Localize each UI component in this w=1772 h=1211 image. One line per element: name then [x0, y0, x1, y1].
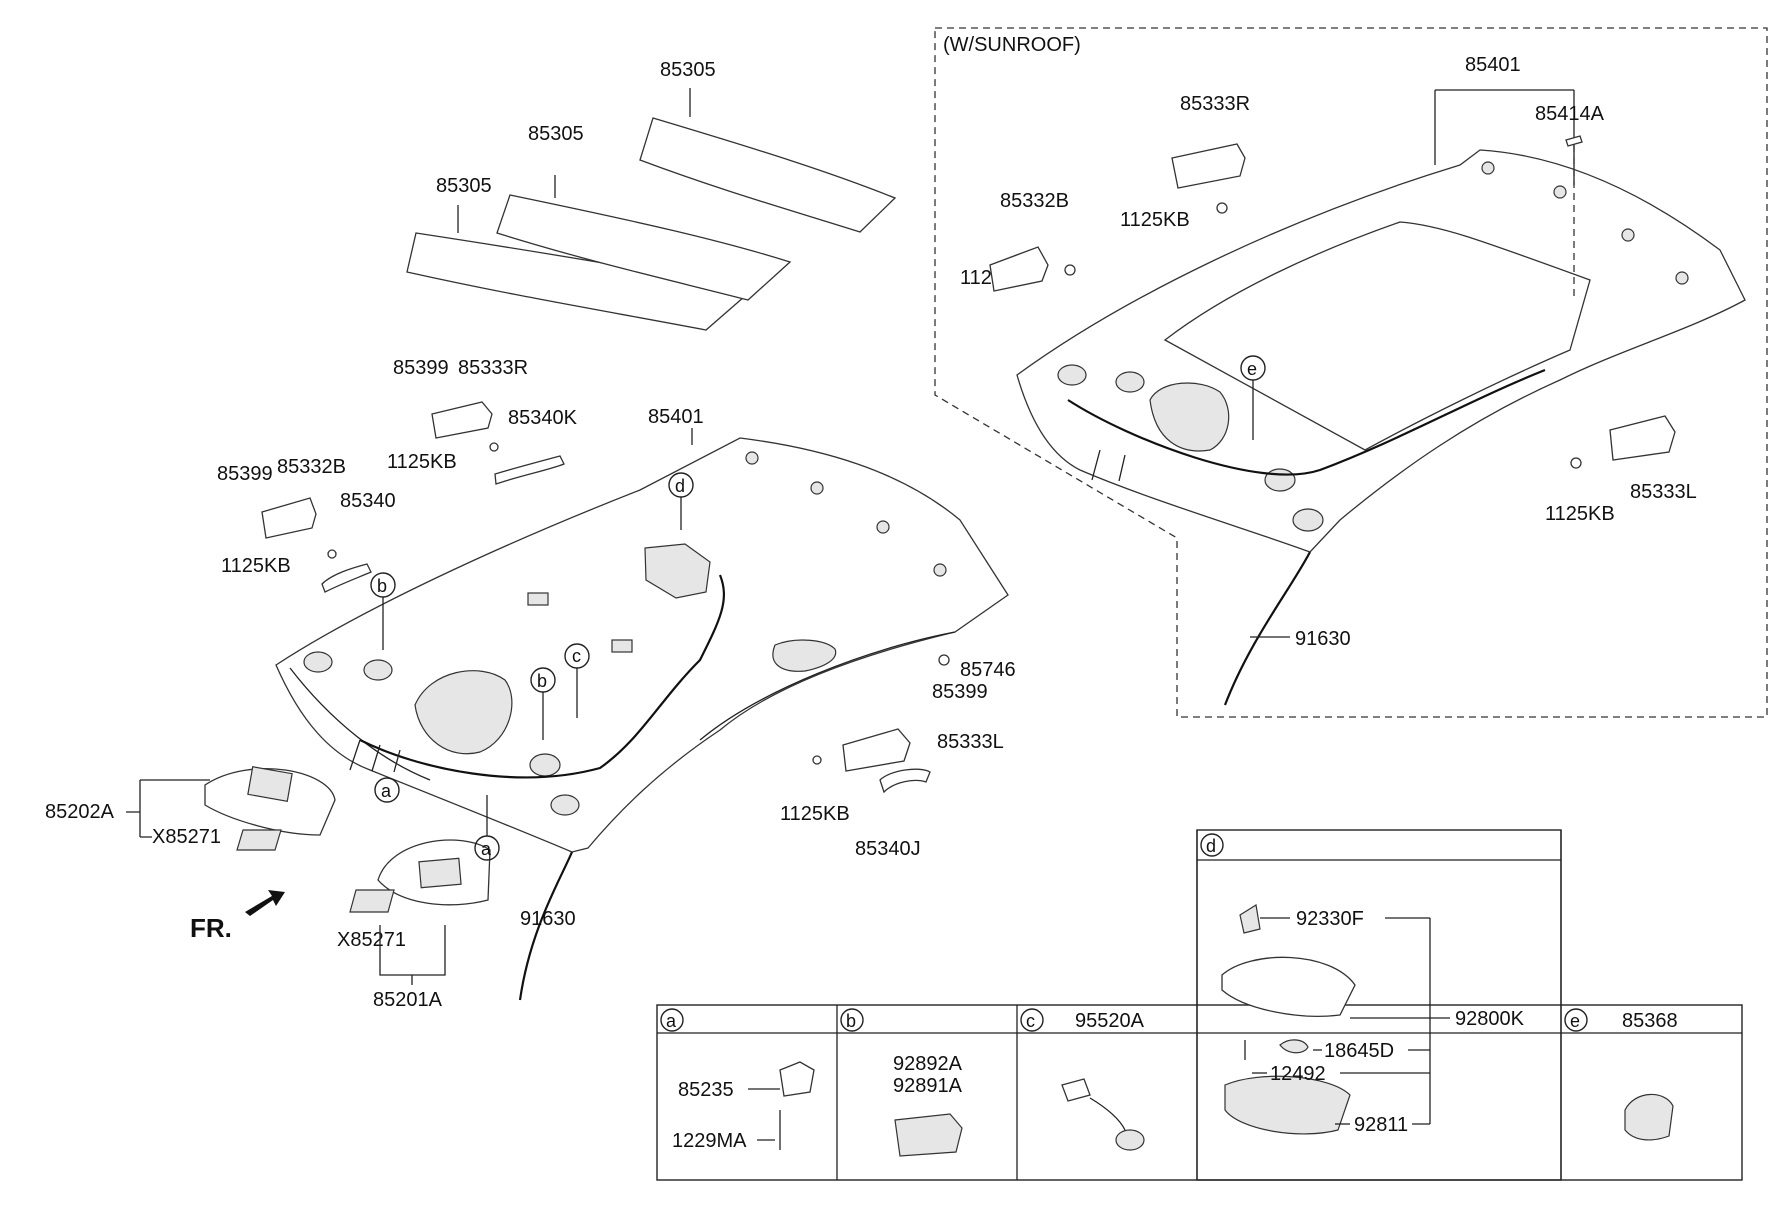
label-85399-a: 85399: [393, 357, 449, 379]
table-d-letter: d: [1206, 836, 1216, 856]
label-x85271-b: X85271: [337, 929, 406, 951]
table-d-part-1: 92330F: [1296, 908, 1364, 930]
table-d-part-2: 92800K: [1455, 1008, 1525, 1030]
callout-b-main-1: b: [377, 576, 387, 596]
sunroof-inset-title: (W/SUNROOF): [943, 34, 1081, 56]
table-a-letter: a: [666, 1011, 677, 1031]
table-d-part-3: 18645D: [1324, 1040, 1394, 1062]
label-85333r-sunroof: 85333R: [1180, 93, 1250, 115]
table-c-letter: c: [1026, 1011, 1035, 1031]
label-85340k: 85340K: [508, 407, 578, 429]
headlining-main: [275, 437, 1009, 1001]
label-85201a: 85201A: [373, 989, 443, 1011]
sun-visors: [204, 766, 491, 913]
table-e-letter: e: [1570, 1011, 1580, 1031]
front-label: FR.: [190, 913, 232, 943]
roof-pads: [406, 88, 897, 331]
front-arrow-icon: [245, 890, 285, 916]
label-85333r: 85333R: [458, 357, 528, 379]
label-1125kb-b: 1125KB: [221, 555, 291, 577]
label-1125kb-sunroof-c: 1125KB: [1545, 503, 1615, 525]
label-x85271-a: X85271: [152, 826, 221, 848]
callout-a-main-2: a: [481, 839, 492, 859]
callout-d-main: d: [675, 476, 685, 496]
table-b-part-2: 92891A: [893, 1075, 963, 1097]
label-85401: 85401: [648, 406, 704, 428]
label-85305-1: 85305: [436, 175, 492, 197]
label-1125kb-sunroof-a: 1125KB: [1120, 209, 1190, 231]
label-1125kb-c: 1125KB: [780, 803, 850, 825]
label-85202a: 85202A: [45, 801, 115, 823]
table-b-part-1: 92892A: [893, 1053, 963, 1075]
table-a-part-2: 1229MA: [672, 1130, 747, 1152]
label-91630: 91630: [520, 908, 576, 930]
label-85332b: 85332B: [277, 456, 346, 478]
label-91630-sunroof: 91630: [1295, 628, 1351, 650]
parts-table: [656, 829, 1743, 1181]
label-85746: 85746: [960, 659, 1016, 681]
label-85399-c: 85399: [932, 681, 988, 703]
label-85399-b: 85399: [217, 463, 273, 485]
label-85333l-sunroof: 85333L: [1630, 481, 1697, 503]
label-85340: 85340: [340, 490, 396, 512]
label-85401-sunroof: 85401: [1465, 54, 1521, 76]
callout-b-main-2: b: [537, 671, 547, 691]
callouts-main: [370, 472, 694, 861]
callout-c-main: c: [572, 646, 581, 666]
table-d-part-4: 12492: [1270, 1063, 1326, 1085]
label-85340j: 85340J: [855, 838, 921, 860]
sunroof-inset-border: [934, 27, 1768, 718]
label-85305-2: 85305: [528, 123, 584, 145]
table-d-part-5: 92811: [1354, 1114, 1408, 1136]
label-85332b-sunroof: 85332B: [1000, 190, 1069, 212]
label-85414a-sunroof: 85414A: [1535, 103, 1605, 125]
headlining-sunroof: [1016, 149, 1746, 706]
label-85333l: 85333L: [937, 731, 1004, 753]
callout-e-sunroof: e: [1247, 359, 1257, 379]
table-b-letter: b: [846, 1011, 856, 1031]
table-e-header: 85368: [1622, 1010, 1678, 1032]
table-a-part-1: 85235: [678, 1079, 734, 1101]
callout-a-main-1: a: [381, 781, 392, 801]
table-c-header: 95520A: [1075, 1010, 1145, 1032]
label-1125kb-a: 1125KB: [387, 451, 457, 473]
brackets-sunroof: [989, 143, 1676, 469]
brackets-main: [261, 401, 950, 794]
label-85305-3: 85305: [660, 59, 716, 81]
